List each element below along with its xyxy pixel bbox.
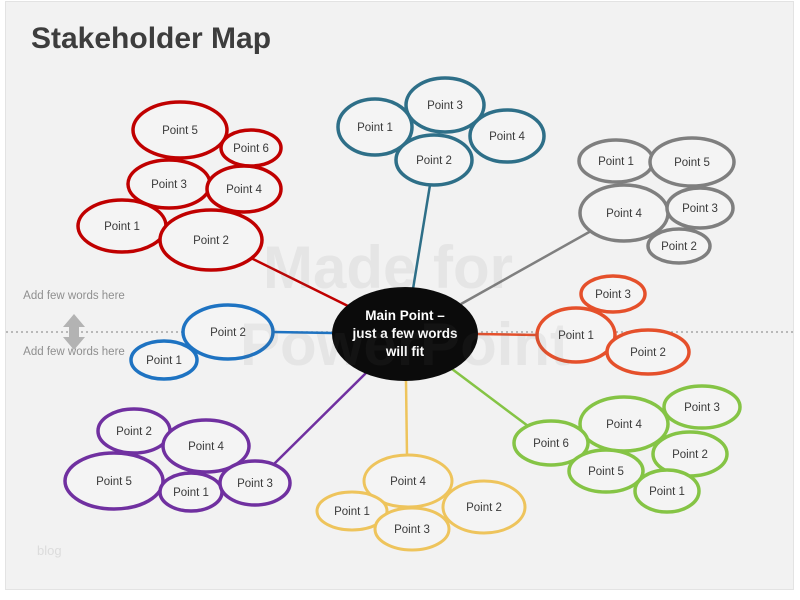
yellow-label-point2: Point 2 bbox=[466, 502, 502, 514]
page-title: Stakeholder Map bbox=[31, 22, 272, 55]
orange-cluster: Point 3 Point 1 Point 2 bbox=[476, 274, 691, 376]
teal-label-point2: Point 2 bbox=[416, 155, 452, 167]
gray-connector-line bbox=[460, 229, 592, 306]
gray-cluster: Point 1 Point 5 Point 4 Point 3 Point 2 bbox=[460, 136, 736, 306]
yellow-connector-line bbox=[404, 380, 409, 457]
teal-label-point3: Point 3 bbox=[427, 100, 463, 112]
purple-ellipse-point4 bbox=[161, 418, 251, 474]
blue-label-point2: Point 2 bbox=[210, 327, 246, 339]
divider-note-above: Add few words here bbox=[23, 290, 125, 302]
teal-connector-line bbox=[411, 184, 432, 290]
yellow-cluster: Point 4 Point 1 Point 2 Point 3 bbox=[315, 380, 527, 552]
red-cluster: Point 5 Point 6 Point 3 Point 4 Point 1 … bbox=[76, 100, 351, 309]
yellow-label-point4: Point 4 bbox=[390, 476, 426, 488]
main-point-node: Main Point – just a few words will fit bbox=[332, 287, 478, 381]
orange-label-point1: Point 1 bbox=[558, 330, 594, 342]
yellow-label-point1: Point 1 bbox=[334, 506, 370, 518]
red-label-point5: Point 5 bbox=[162, 125, 198, 137]
blue-ellipse-point1 bbox=[129, 339, 199, 381]
red-ellipse-point4 bbox=[205, 164, 283, 214]
teal-label-point4: Point 4 bbox=[489, 131, 525, 143]
orange-label-point2: Point 2 bbox=[630, 347, 666, 359]
red-connector-line bbox=[250, 256, 351, 309]
red-label-point4: Point 4 bbox=[226, 184, 262, 196]
gray-label-point5: Point 5 bbox=[674, 157, 710, 169]
red-ellipse-point5 bbox=[131, 100, 229, 160]
gray-label-point4: Point 4 bbox=[606, 208, 642, 220]
purple-connector-line bbox=[273, 372, 367, 465]
gray-label-point3: Point 3 bbox=[682, 203, 718, 215]
orange-label-point3: Point 3 bbox=[595, 289, 631, 301]
green-ellipse-point6 bbox=[512, 419, 590, 467]
orange-ellipse-point3 bbox=[579, 274, 647, 314]
purple-label-point1: Point 1 bbox=[173, 487, 209, 499]
gray-ellipse-point5 bbox=[648, 136, 736, 188]
yellow-label-point3: Point 3 bbox=[394, 524, 430, 536]
main-point-label-line2: just a few words bbox=[351, 326, 457, 341]
green-ellipse-point5 bbox=[567, 448, 645, 494]
blue-connector-line bbox=[272, 330, 334, 335]
brand-footer-text: blog bbox=[37, 543, 62, 558]
green-label-point3: Point 3 bbox=[684, 402, 720, 414]
main-point-label-line1: Main Point – bbox=[365, 308, 445, 323]
purple-label-point4: Point 4 bbox=[188, 441, 224, 453]
purple-label-point2: Point 2 bbox=[116, 426, 152, 438]
main-point-ellipse bbox=[332, 287, 478, 381]
green-label-point4: Point 4 bbox=[606, 419, 642, 431]
gray-label-point2: Point 2 bbox=[661, 241, 697, 253]
red-ellipse-point2 bbox=[158, 208, 264, 272]
orange-ellipse-point2 bbox=[605, 328, 691, 376]
red-label-point2: Point 2 bbox=[193, 235, 229, 247]
green-label-point6: Point 6 bbox=[533, 438, 569, 450]
purple-label-point5: Point 5 bbox=[96, 476, 132, 488]
main-point-label-line3: will fit bbox=[385, 344, 425, 359]
green-cluster: Point 3 Point 4 Point 6 Point 2 Point 5 … bbox=[451, 368, 742, 514]
red-label-point6: Point 6 bbox=[233, 143, 269, 155]
teal-cluster: Point 3 Point 1 Point 4 Point 2 bbox=[336, 76, 546, 290]
gray-label-point1: Point 1 bbox=[598, 156, 634, 168]
purple-ellipse-point3 bbox=[218, 459, 292, 507]
teal-ellipse-point3 bbox=[404, 76, 486, 134]
teal-ellipse-point1 bbox=[336, 97, 414, 157]
teal-label-point1: Point 1 bbox=[357, 122, 393, 134]
green-label-point5: Point 5 bbox=[588, 466, 624, 478]
purple-ellipse-point5 bbox=[63, 451, 165, 511]
yellow-ellipse-point3 bbox=[373, 506, 451, 552]
teal-ellipse-point4 bbox=[468, 108, 546, 164]
purple-cluster: Point 2 Point 4 Point 5 Point 1 Point 3 bbox=[63, 372, 367, 513]
purple-label-point3: Point 3 bbox=[237, 478, 273, 490]
green-label-point1: Point 1 bbox=[649, 486, 685, 498]
gray-ellipse-point2 bbox=[646, 227, 712, 265]
green-connector-line bbox=[451, 368, 529, 427]
blue-cluster: Point 2 Point 1 bbox=[129, 303, 334, 381]
yellow-ellipse-point1 bbox=[315, 490, 389, 532]
blue-ellipse-point2 bbox=[181, 303, 275, 361]
red-label-point3: Point 3 bbox=[151, 179, 187, 191]
teal-ellipse-point2 bbox=[394, 133, 474, 187]
green-ellipse-point3 bbox=[662, 384, 742, 430]
up-down-arrow-icon bbox=[63, 314, 85, 350]
yellow-ellipse-point2 bbox=[441, 479, 527, 535]
green-label-point2: Point 2 bbox=[672, 449, 708, 461]
orange-connector-line bbox=[476, 332, 538, 337]
gray-ellipse-point3 bbox=[665, 186, 735, 230]
blue-label-point1: Point 1 bbox=[146, 355, 182, 367]
red-label-point1: Point 1 bbox=[104, 221, 140, 233]
green-ellipse-point1 bbox=[633, 468, 701, 514]
divider-note-below: Add few words here bbox=[23, 346, 125, 358]
orange-ellipse-point1 bbox=[535, 306, 617, 364]
